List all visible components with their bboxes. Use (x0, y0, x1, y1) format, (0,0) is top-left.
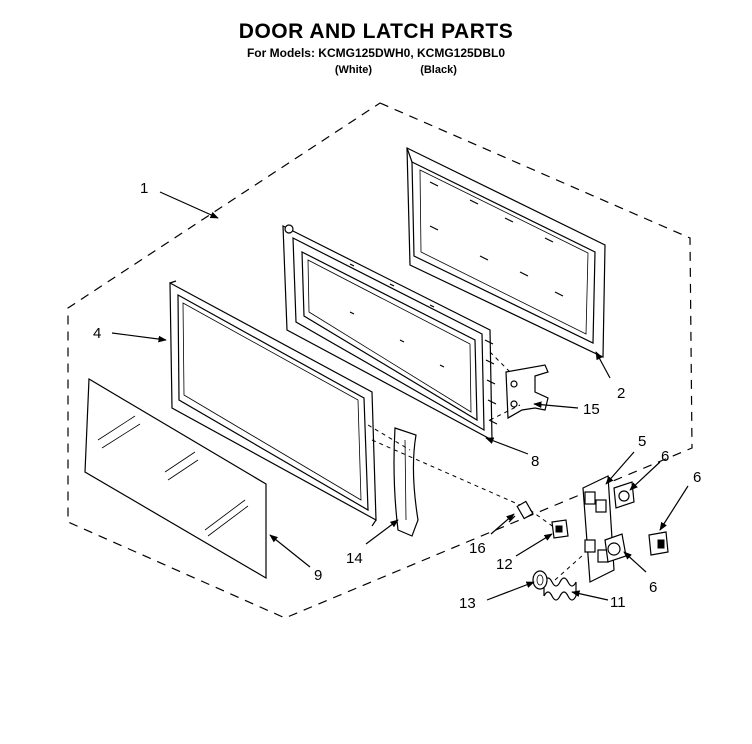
assembly-boundary (67, 102, 693, 619)
callout-8: 8 (531, 453, 539, 470)
part-interlock-switch-separate (648, 531, 669, 556)
part-latch-clip (551, 519, 569, 539)
part-door-frame-front (169, 280, 377, 527)
part-screw (508, 500, 534, 523)
callout-leaders (111, 191, 689, 601)
callout-6-lower: 6 (649, 579, 657, 596)
model-numbers: For Models: KCMG125DWH0, KCMG125DBL0 (246, 46, 506, 60)
callout-14: 14 (346, 550, 363, 567)
callout-1: 1 (140, 180, 148, 197)
part-door-glass (84, 377, 267, 580)
variant-white: (White) (334, 64, 373, 76)
callout-11: 11 (610, 594, 626, 611)
callout-4: 4 (93, 325, 101, 342)
part-interlock-switch-upper (613, 481, 635, 509)
callout-12: 12 (496, 556, 513, 573)
assembly-dash-lines (367, 351, 584, 581)
callout-13: 13 (459, 595, 476, 612)
variant-black: (Black) (420, 64, 457, 76)
part-spring-cap (532, 570, 548, 590)
diagram-title: DOOR AND LATCH PARTS (238, 20, 514, 43)
callout-6-upper: 6 (661, 448, 669, 465)
callout-16: 16 (469, 540, 486, 557)
part-latch-spring (543, 577, 577, 601)
part-latch-bracket (582, 475, 615, 583)
callout-15: 15 (583, 401, 600, 418)
callout-9: 9 (314, 567, 322, 584)
callout-6-separate: 6 (693, 469, 701, 486)
part-door-frame-back (406, 147, 606, 358)
callout-5: 5 (638, 433, 646, 450)
part-interlock-switch-lower (604, 533, 627, 563)
callout-2: 2 (617, 385, 625, 402)
model-variants: (White) (Black) (0, 64, 752, 76)
part-latch-lever (393, 427, 419, 537)
part-latch-hook-plate (505, 364, 549, 420)
